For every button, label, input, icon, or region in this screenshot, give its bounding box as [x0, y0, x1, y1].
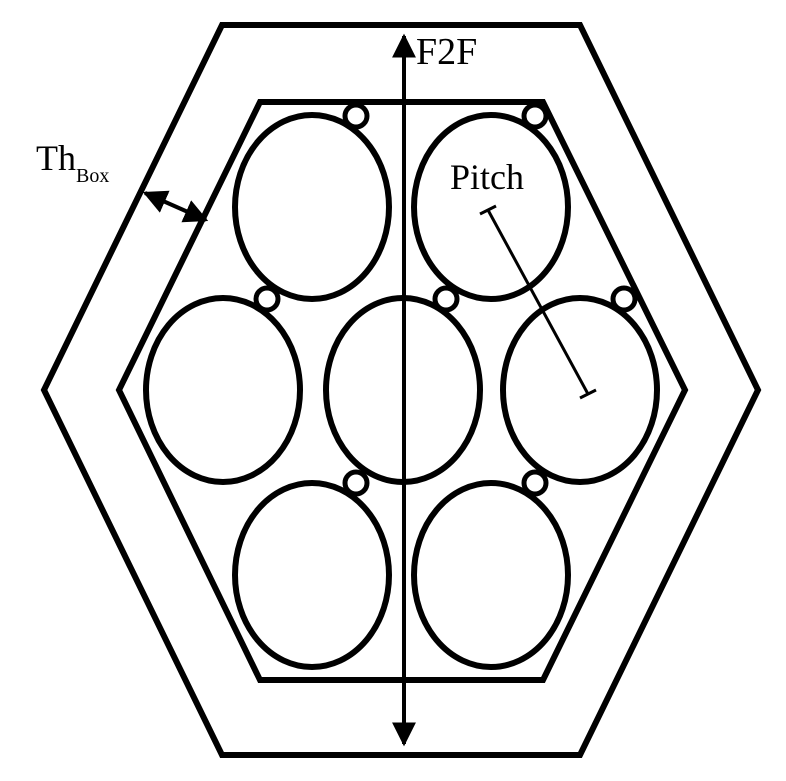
box-thickness-subscript: Box: [76, 165, 109, 187]
outer-hexagon: [40, 22, 762, 758]
fuel-pin-bottom-left: [232, 480, 392, 670]
f2f-label: F2F: [416, 31, 477, 73]
wire-wrap: [342, 102, 370, 130]
inner-hexagon: [115, 99, 689, 683]
box-thickness-main: Th: [36, 138, 76, 178]
fuel-pins: [143, 112, 660, 670]
fuel-pin-mid-right: [500, 295, 660, 485]
pitch-label: Pitch: [450, 157, 524, 197]
fuel-pin-mid-left: [143, 295, 303, 485]
wire-wrap: [610, 285, 638, 313]
pitch-dimension-line: [486, 209, 590, 395]
wire-wraps: [253, 102, 638, 497]
wire-wrap: [521, 469, 549, 497]
wire-wrap: [521, 102, 549, 130]
wire-wrap: [342, 469, 370, 497]
wire-wrap: [253, 285, 281, 313]
fuel-pin-top-left: [232, 112, 392, 302]
pitch-end-tick: [479, 204, 497, 216]
fuel-pin-bottom-right: [411, 480, 571, 670]
pitch-end-tick: [579, 388, 597, 400]
box-thickness-arrow: [142, 190, 209, 223]
wire-wrap: [432, 285, 460, 313]
box-thickness-label: ThBox: [36, 138, 109, 187]
